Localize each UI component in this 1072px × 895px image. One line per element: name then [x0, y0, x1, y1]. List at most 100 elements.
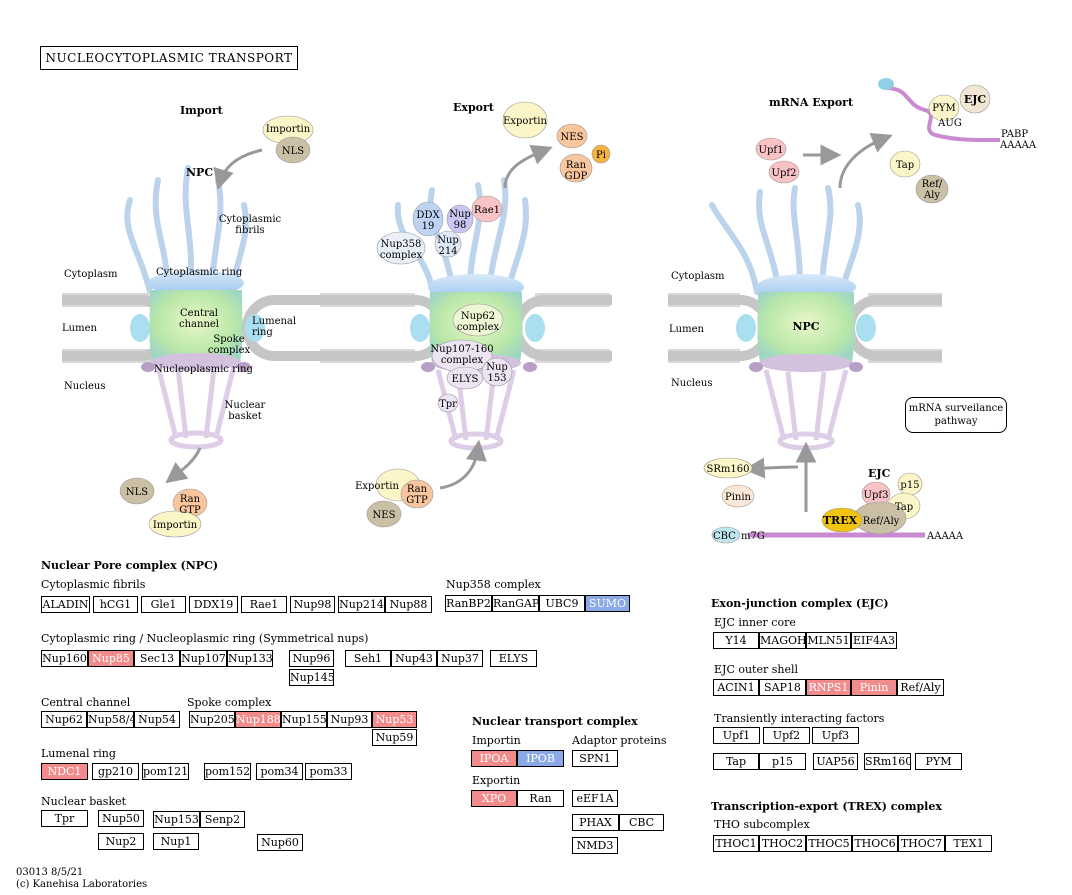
cyto-fibrils-label-2: fibrils — [235, 225, 264, 236]
gene-box-aladin[interactable]: ALADIN — [41, 596, 90, 613]
gene-box-nup1[interactable]: Nup1 — [153, 833, 199, 850]
ran-gtp-label-1: Ran — [407, 484, 428, 495]
gene-box-ranbp2[interactable]: RanBP2 — [445, 595, 492, 612]
gene-box-thoc2[interactable]: THOC2 — [759, 835, 806, 852]
gene-box-nup107[interactable]: Nup107 — [180, 650, 227, 667]
gene-box-thoc6[interactable]: THOC6 — [852, 835, 898, 852]
gene-box-ref-aly[interactable]: Ref/Aly — [897, 679, 944, 696]
gene-box-nup160[interactable]: Nup160 — [41, 650, 88, 667]
gene-box-uap56[interactable]: UAP56 — [813, 753, 858, 770]
nup214-label-2: 214 — [438, 246, 457, 257]
basket-heading: Nuclear basket — [41, 795, 127, 808]
gene-box-senp2[interactable]: Senp2 — [200, 811, 245, 828]
gene-box-nup43[interactable]: Nup43 — [391, 650, 437, 667]
gene-box-eif4a3[interactable]: EIF4A3 — [851, 632, 897, 649]
gene-box-gle1[interactable]: Gle1 — [141, 596, 186, 613]
gene-box-nup145[interactable]: Nup145 — [289, 669, 334, 686]
central-heading: Central channel — [41, 696, 131, 709]
pinin-label: Pinin — [725, 492, 752, 503]
gene-box-upf3[interactable]: Upf3 — [812, 727, 859, 744]
gene-box-ubc9[interactable]: UBC9 — [539, 595, 585, 612]
gene-box-magoh[interactable]: MAGOH — [759, 632, 806, 649]
gene-box-nup59[interactable]: Nup59 — [372, 729, 417, 746]
gene-box-sumo[interactable]: SUMO — [585, 595, 630, 612]
gene-box-rangap[interactable]: RanGAP — [492, 595, 539, 612]
spoke-label-2: complex — [208, 345, 251, 356]
gene-box-nup98[interactable]: Nup98 — [290, 596, 335, 613]
gene-box-ipob[interactable]: IPOB — [517, 750, 564, 767]
gene-box-nup62[interactable]: Nup62 — [41, 711, 87, 728]
cyto-ring-label: Cytoplasmic ring — [156, 267, 243, 278]
gene-box-nup2[interactable]: Nup2 — [98, 833, 144, 850]
gene-box-nup58-45[interactable]: Nup58/45 — [87, 711, 134, 728]
nup358-label-1: Nup358 — [381, 239, 422, 250]
gene-box-p15[interactable]: p15 — [759, 753, 806, 770]
gene-box-tpr[interactable]: Tpr — [41, 810, 88, 827]
gene-box-pom33[interactable]: pom33 — [305, 763, 352, 780]
gene-box-tap[interactable]: Tap — [713, 753, 759, 770]
aug-label: AUG — [937, 118, 962, 129]
mrna-surveillance-link[interactable]: mRNA surveilance pathway — [905, 397, 1007, 433]
gene-box-nup88[interactable]: Nup88 — [385, 596, 432, 613]
ran-gdp-label-2: GDP — [565, 171, 588, 182]
gene-box-nup153[interactable]: Nup153 — [153, 811, 200, 828]
gene-box-ndc1[interactable]: NDC1 — [41, 763, 88, 780]
gene-box-pom152[interactable]: pom152 — [204, 763, 251, 780]
gene-box-phax[interactable]: PHAX — [572, 814, 619, 831]
gene-box-nup155[interactable]: Nup155 — [281, 711, 327, 728]
gene-box-pinin[interactable]: Pinin — [851, 679, 897, 696]
gene-box-nmd3[interactable]: NMD3 — [572, 837, 618, 854]
gene-box-nup53[interactable]: Nup53 — [372, 711, 417, 728]
nucleo-ring-label: Nucleoplasmic ring — [154, 364, 254, 375]
gene-box-ddx19[interactable]: DDX19 — [189, 596, 238, 613]
gene-box-thoc7[interactable]: THOC7 — [898, 835, 945, 852]
gene-box-nup37[interactable]: Nup37 — [437, 650, 483, 667]
tho-heading: THO subcomplex — [714, 818, 810, 831]
gene-box-nup85[interactable]: Nup85 — [88, 650, 134, 667]
gene-box-upf2[interactable]: Upf2 — [763, 727, 810, 744]
gene-box-tex1[interactable]: TEX1 — [945, 835, 992, 852]
gene-box-nup205[interactable]: Nup205 — [189, 711, 235, 728]
gene-box-spn1[interactable]: SPN1 — [572, 750, 618, 767]
gene-box-pom34[interactable]: pom34 — [256, 763, 303, 780]
gene-box-ipoa[interactable]: IPOA — [471, 750, 517, 767]
gene-box-nup214[interactable]: Nup214 — [338, 596, 385, 613]
central-label-2: channel — [179, 319, 219, 330]
gene-box-ran[interactable]: Ran — [517, 790, 564, 807]
gene-box-hcg1[interactable]: hCG1 — [93, 596, 138, 613]
gene-box-rae1[interactable]: Rae1 — [241, 596, 287, 613]
gene-box-thoc1[interactable]: THOC1 — [713, 835, 759, 852]
gene-box-gp210[interactable]: gp210 — [92, 763, 139, 780]
gene-box-rnps1[interactable]: RNPS1 — [806, 679, 851, 696]
gene-box-xpo[interactable]: XPO — [471, 790, 517, 807]
nup358-heading: Nup358 complex — [446, 578, 541, 591]
cytoplasm-label-3: Cytoplasm — [671, 271, 725, 282]
gene-box-srm160[interactable]: SRm160 — [864, 753, 911, 770]
gene-box-nup188[interactable]: Nup188 — [235, 711, 281, 728]
gene-box-upf1[interactable]: Upf1 — [713, 727, 760, 744]
gene-box-thoc5[interactable]: THOC5 — [806, 835, 852, 852]
gene-box-y14[interactable]: Y14 — [713, 632, 759, 649]
gene-box-eef1a[interactable]: eEF1A — [572, 790, 618, 807]
nup107-label-1: Nup107-160 — [430, 344, 493, 355]
gene-box-cbc[interactable]: CBC — [619, 814, 664, 831]
central-label-1: Central — [180, 308, 218, 319]
nup358-label-2: complex — [380, 250, 423, 261]
gene-box-nup60[interactable]: Nup60 — [257, 834, 303, 851]
gene-box-pom121[interactable]: pom121 — [142, 763, 189, 780]
gene-box-sec13[interactable]: Sec13 — [134, 650, 180, 667]
lumen-label-3: Lumen — [669, 324, 704, 335]
gene-box-pym[interactable]: PYM — [915, 753, 962, 770]
gene-box-elys[interactable]: ELYS — [490, 650, 537, 667]
gene-box-acin1[interactable]: ACIN1 — [713, 679, 759, 696]
gene-box-nup50[interactable]: Nup50 — [98, 810, 144, 827]
gene-box-nup96[interactable]: Nup96 — [289, 650, 334, 667]
gene-box-nup93[interactable]: Nup93 — [327, 711, 372, 728]
gene-box-sap18[interactable]: SAP18 — [759, 679, 806, 696]
gene-box-mln51[interactable]: MLN51 — [806, 632, 851, 649]
spoke-label-1: Spoke — [213, 334, 244, 345]
gene-box-seh1[interactable]: Seh1 — [345, 650, 391, 667]
gene-box-nup133[interactable]: Nup133 — [227, 650, 273, 667]
mrna-pore — [668, 78, 1000, 544]
gene-box-nup54[interactable]: Nup54 — [134, 711, 180, 728]
